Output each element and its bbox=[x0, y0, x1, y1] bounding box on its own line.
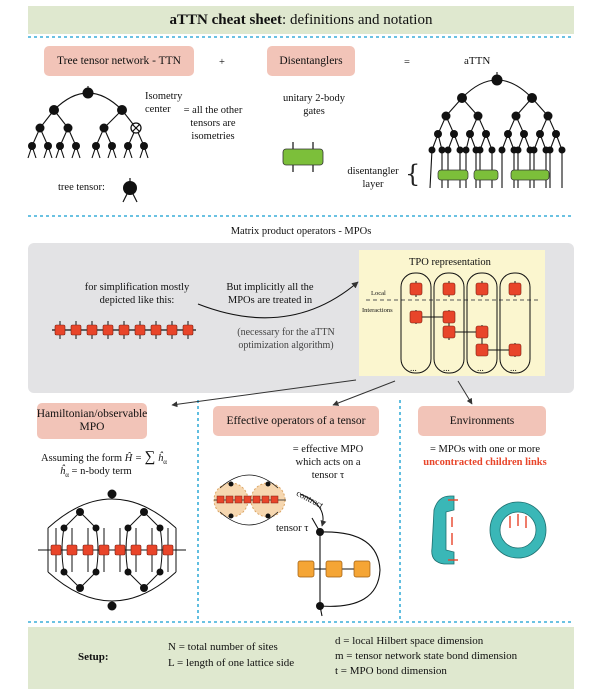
mpo-site bbox=[166, 324, 178, 336]
setup-d: d = local Hilbert space dimension bbox=[335, 635, 484, 647]
mpo-site bbox=[134, 324, 146, 336]
arrow-to-effective bbox=[332, 380, 396, 406]
tpo-arrow bbox=[197, 281, 359, 319]
equals-sign: = bbox=[404, 57, 410, 68]
mpo-site bbox=[54, 324, 66, 336]
hamiltonian-mpo-sites bbox=[50, 544, 174, 556]
tpo-dots: ... bbox=[410, 363, 417, 373]
effective-tensor-nodes bbox=[316, 528, 324, 610]
contract-arrow bbox=[299, 493, 327, 527]
ttn-nodes bbox=[28, 87, 148, 150]
tpo-local-label: Local bbox=[371, 290, 386, 297]
tree-tensor-label: tree tensor: bbox=[58, 182, 105, 193]
hamiltonian-nodes bbox=[60, 489, 164, 611]
tree-tensor-icon bbox=[122, 178, 138, 203]
hamiltonian-mpo-site bbox=[114, 544, 126, 556]
assuming-form: Assuming the form Ĥ = ∑ ĥα bbox=[41, 449, 167, 467]
mpo-chain-icon bbox=[52, 321, 196, 339]
tpo-dots: ... bbox=[510, 363, 517, 373]
hamiltonian-mpo-site bbox=[162, 544, 174, 556]
ttn-label: Tree tensor network - TTN bbox=[44, 46, 194, 76]
title-rest: : definitions and notation bbox=[282, 12, 433, 28]
setup-m: m = tensor network state bond dimension bbox=[335, 650, 518, 662]
tpo-diagram bbox=[366, 272, 540, 374]
attn-label: aTTN bbox=[464, 55, 491, 67]
effective-mpo-sites bbox=[297, 560, 371, 578]
effective-source-network bbox=[213, 474, 286, 526]
disentangler-layer bbox=[437, 169, 550, 181]
plus-sign: + bbox=[219, 57, 225, 68]
hamiltonian-mpo-site bbox=[98, 544, 110, 556]
attn-nodes bbox=[428, 74, 566, 154]
hamiltonian-mpo-site bbox=[66, 544, 78, 556]
nbody-note: ĥα = n-body term bbox=[60, 466, 132, 480]
tpo-interactions-label: Interactions bbox=[362, 307, 393, 314]
environment-c-shape bbox=[431, 495, 458, 565]
setup-n: N = total number of sites bbox=[168, 641, 278, 653]
environment-ring-shape bbox=[489, 501, 547, 559]
tpo-dots: ... bbox=[477, 363, 484, 373]
hamiltonian-mpo-site bbox=[146, 544, 158, 556]
disentanglers-label: Disentanglers bbox=[267, 46, 355, 76]
mpo-site bbox=[150, 324, 162, 336]
mpo-site bbox=[86, 324, 98, 336]
disentangler-gate-icon bbox=[282, 142, 324, 172]
isometry-center-node bbox=[130, 122, 142, 134]
mpo-site bbox=[118, 324, 130, 336]
page-title: aTTN cheat sheet: definitions and notati… bbox=[28, 6, 574, 34]
brace-icon: { bbox=[405, 160, 420, 188]
tpo-dots: ... bbox=[443, 363, 450, 373]
arrow-to-environments bbox=[457, 380, 473, 405]
env-highlight: uncontracted children links bbox=[423, 457, 547, 468]
hamiltonian-mpo-site bbox=[50, 544, 62, 556]
tensor-tau-label: tensor τ bbox=[276, 523, 309, 534]
title-bold: aTTN cheat sheet bbox=[169, 12, 283, 28]
tpo-title: TPO representation bbox=[409, 257, 491, 268]
hamiltonian-network bbox=[38, 498, 186, 602]
setup-t: t = MPO bond dimension bbox=[335, 665, 447, 677]
setup-l: L = length of one lattice side bbox=[168, 657, 295, 669]
setup-panel bbox=[28, 627, 574, 689]
mpo-site bbox=[182, 324, 194, 336]
mpo-site bbox=[102, 324, 114, 336]
environments-label: Environments bbox=[418, 406, 546, 436]
mpo-site bbox=[70, 324, 82, 336]
setup-label: Setup: bbox=[78, 651, 109, 663]
hamiltonian-mpo-site bbox=[130, 544, 142, 556]
effective-operators-label: Effective operators of a tensor bbox=[213, 406, 379, 436]
env-note: = MPOs with one or more bbox=[429, 444, 541, 455]
arrow-to-hamiltonian bbox=[171, 379, 357, 408]
hamiltonian-mpo-site bbox=[82, 544, 94, 556]
mpo-heading: Matrix product operators - MPOs bbox=[230, 226, 372, 237]
